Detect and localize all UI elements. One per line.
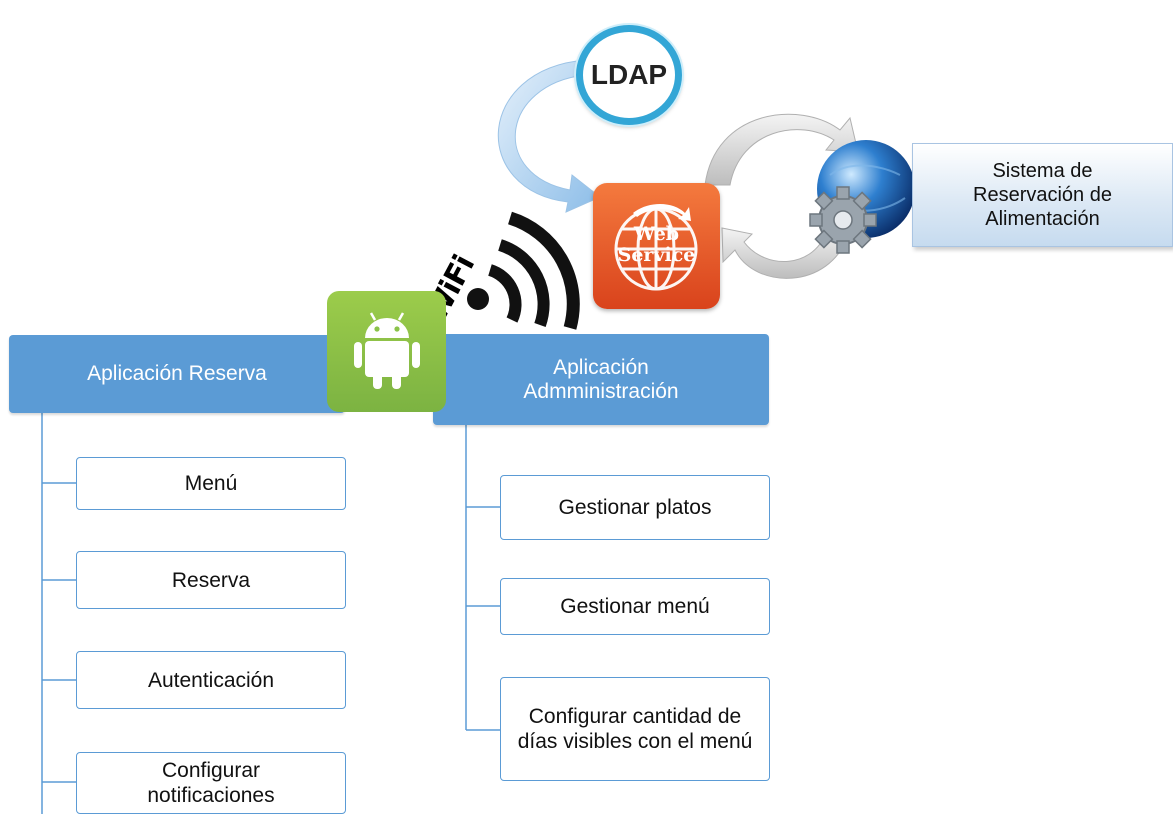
- admin-item-menu: Gestionar menú: [500, 578, 770, 635]
- admin-tree-lines: [465, 425, 500, 731]
- reserva-tree-lines: [41, 413, 76, 814]
- web-service-icon: Web Service: [593, 183, 720, 309]
- reserva-title: Aplicación Reserva: [87, 362, 267, 385]
- reserva-item-reserva: Reserva: [76, 551, 346, 609]
- admin-item-platos: Gestionar platos: [500, 475, 770, 540]
- web-service-line1: Web: [633, 223, 680, 245]
- web-service-globe-icon: [614, 204, 698, 291]
- web-service-line2: Service: [617, 244, 696, 266]
- reserva-item-menu-label: Menú: [184, 472, 238, 495]
- globe-gear-icon: [809, 140, 915, 254]
- sistema-line-2: Reservación de: [973, 184, 1112, 206]
- admin-item-menu-label: Gestionar menú: [560, 595, 710, 618]
- sistema-reservacion-box: Sistema de Reservación de Alimentación: [912, 143, 1173, 247]
- admin-item-platos-label: Gestionar platos: [558, 496, 712, 519]
- wifi-icon: [467, 211, 580, 330]
- sistema-line-1: Sistema de: [992, 160, 1093, 182]
- reserva-item-notificaciones: Configurar notificaciones: [76, 752, 346, 814]
- reserva-item-autenticacion-label: Autenticación: [147, 668, 275, 692]
- sync-arrows: [704, 113, 859, 279]
- reserva-item-menu: Menú: [76, 457, 346, 510]
- admin-title-line1: Aplicación: [553, 355, 649, 379]
- ldap-label: LDAP: [590, 59, 668, 90]
- reserva-item-autenticacion: Autenticación: [76, 651, 346, 709]
- sistema-line-3: Alimentación: [985, 208, 1100, 230]
- android-icon: [327, 291, 446, 412]
- reserva-item-reserva-label: Reserva: [171, 568, 251, 592]
- reserva-header: Aplicación Reserva: [9, 335, 345, 413]
- ldap-to-webservice-arrow: [497, 59, 601, 213]
- admin-title-line2: Admministración: [523, 379, 679, 403]
- ldap-badge: LDAP: [576, 25, 682, 125]
- reserva-item-notificaciones-label: Configurar notificaciones: [147, 759, 275, 807]
- admin-item-dias-visibles: Configurar cantidad de días visibles con…: [500, 677, 770, 781]
- admin-item-dias-visibles-label: Configurar cantidad de días visibles con…: [517, 705, 753, 753]
- android-robot-icon: [354, 312, 420, 389]
- admin-header: Aplicación Admministración: [433, 334, 769, 425]
